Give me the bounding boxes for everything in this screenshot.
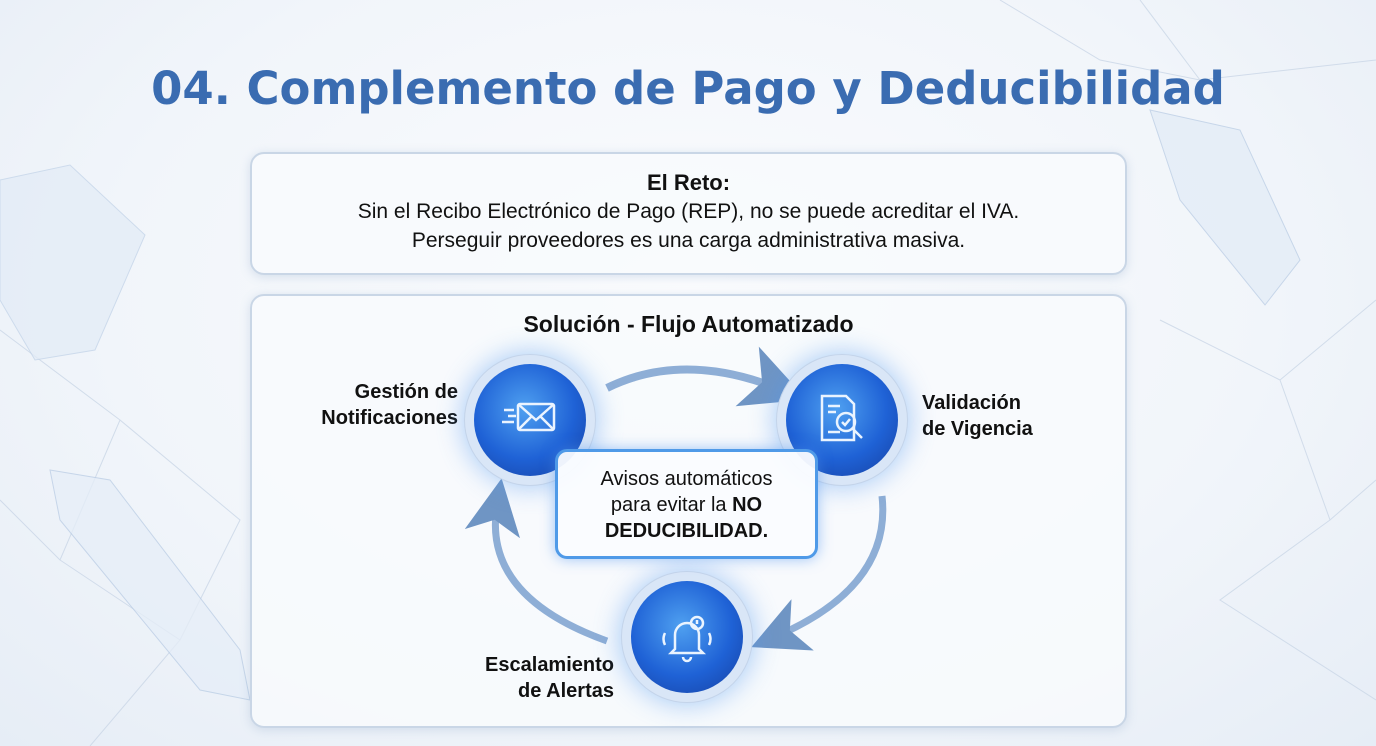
alert-bell-icon	[662, 615, 712, 663]
arrow-alerts-to-notifications	[464, 478, 609, 645]
center-emphasis: NO	[732, 494, 763, 516]
envelope-icon	[502, 402, 556, 432]
step-label-line: de Vigencia	[922, 418, 1033, 440]
center-text: para evitar la	[610, 494, 733, 516]
solution-panel: Solución - Flujo Automatizado Gestión de…	[250, 294, 1127, 728]
step-label-line: Notificaciones	[321, 407, 458, 429]
arrow-validation-to-alerts	[751, 495, 887, 651]
challenge-panel: El Reto: Sin el Recibo Electrónico de Pa…	[250, 152, 1127, 275]
step-label-line: Gestión de	[354, 381, 458, 403]
challenge-heading: El Reto:	[646, 170, 731, 195]
step-label-line: Escalamiento	[485, 654, 614, 676]
challenge-line-1: Sin el Recibo Electrónico de Pago (REP),…	[357, 200, 1020, 223]
step-label-validation: Validación de Vigencia	[922, 390, 1033, 442]
step-label-notifications: Gestión de Notificaciones	[300, 379, 458, 431]
arrow-notifications-to-validation	[605, 346, 807, 407]
center-emphasis: DEDUCIBILIDAD.	[604, 520, 769, 542]
step-label-alerts: Escalamiento de Alertas	[462, 652, 614, 704]
page-title: 04. Complemento de Pago y Deducibilidad	[151, 62, 1225, 115]
challenge-line-2: Perseguir proveedores es una carga admin…	[411, 229, 966, 252]
cycle-arrows	[464, 346, 887, 651]
step-label-line: Validación	[922, 392, 1021, 414]
glass-cube-right	[1149, 109, 1301, 306]
step-alerts	[631, 581, 743, 693]
document-search-icon	[820, 394, 863, 442]
step-label-line: de Alertas	[518, 680, 614, 702]
solution-heading: Solución - Flujo Automatizado	[523, 311, 854, 337]
center-message-box: Avisos automáticos para evitar la NO DED…	[555, 449, 818, 559]
center-line-3: DEDUCIBILIDAD.	[558, 518, 815, 544]
center-line-1: Avisos automáticos	[600, 468, 773, 490]
glass-cube-left	[0, 164, 251, 701]
center-line-2: para evitar la NO	[558, 492, 815, 518]
